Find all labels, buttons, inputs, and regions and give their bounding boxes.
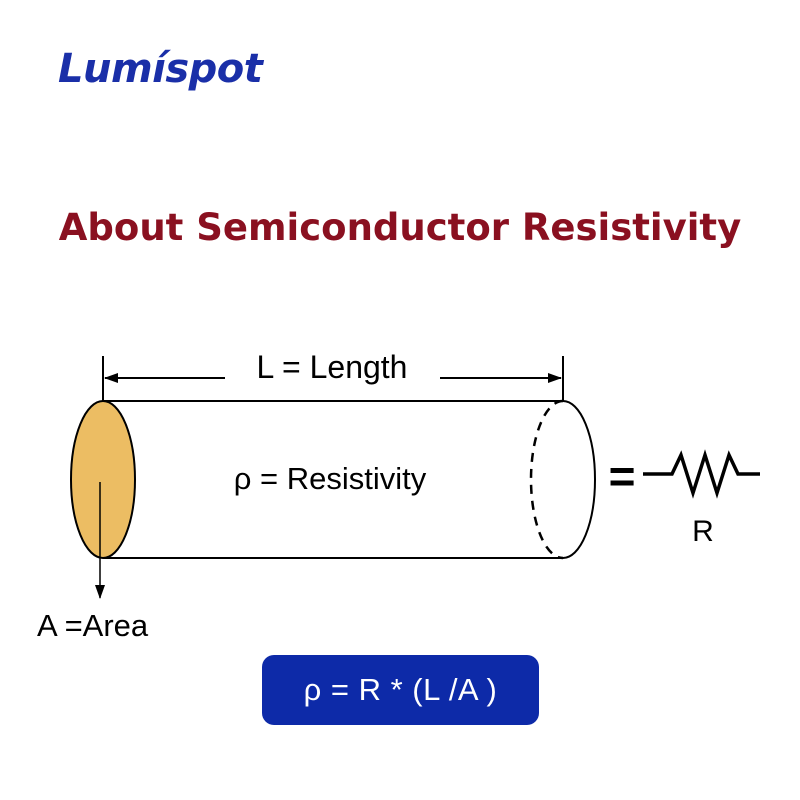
resistor-label: R <box>692 515 714 548</box>
page-title: About Semiconductor Resistivity <box>58 206 742 249</box>
resistivity-label: ρ = Resistivity <box>234 461 427 496</box>
cross-section-area <box>70 400 136 559</box>
resistor-icon <box>643 449 760 499</box>
equals-sign: = <box>609 450 636 502</box>
cylinder-right-end-dashed <box>529 399 564 560</box>
brand-logo: Lumíspot <box>58 46 263 92</box>
formula-text: ρ = R * (L /A ) <box>303 672 498 707</box>
area-label: A =Area <box>37 608 149 643</box>
formula-box: ρ = R * (L /A ) <box>262 655 539 725</box>
cylinder-right-end-solid <box>562 400 596 559</box>
length-label: L = Length <box>257 349 408 385</box>
